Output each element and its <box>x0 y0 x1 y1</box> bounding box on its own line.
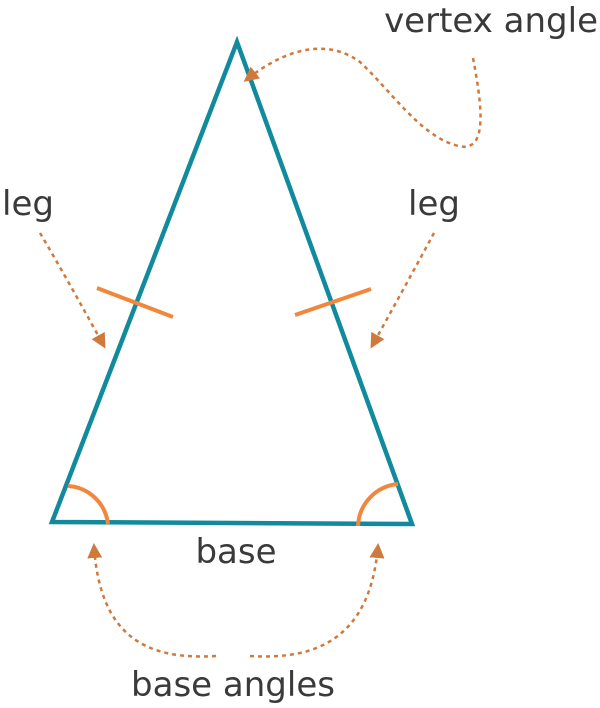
left-leg-tick-mark <box>96 286 174 319</box>
left-leg-label: leg <box>2 184 54 224</box>
left-base-angle-arc <box>67 484 110 525</box>
triangle <box>48 35 416 527</box>
vertex-angle-arrow <box>243 47 482 148</box>
left-leg-arrow <box>38 232 106 349</box>
vertex-angle-label: vertex angle <box>384 1 598 41</box>
right-base-angle-arrow <box>249 543 385 658</box>
base-angles-label: base angles <box>131 665 335 705</box>
right-leg-label: leg <box>408 184 460 224</box>
right-leg-arrow <box>370 232 436 349</box>
right-leg-tick-mark <box>294 287 372 317</box>
right-base-angle-arc <box>356 482 399 527</box>
base-label: base <box>195 532 276 572</box>
